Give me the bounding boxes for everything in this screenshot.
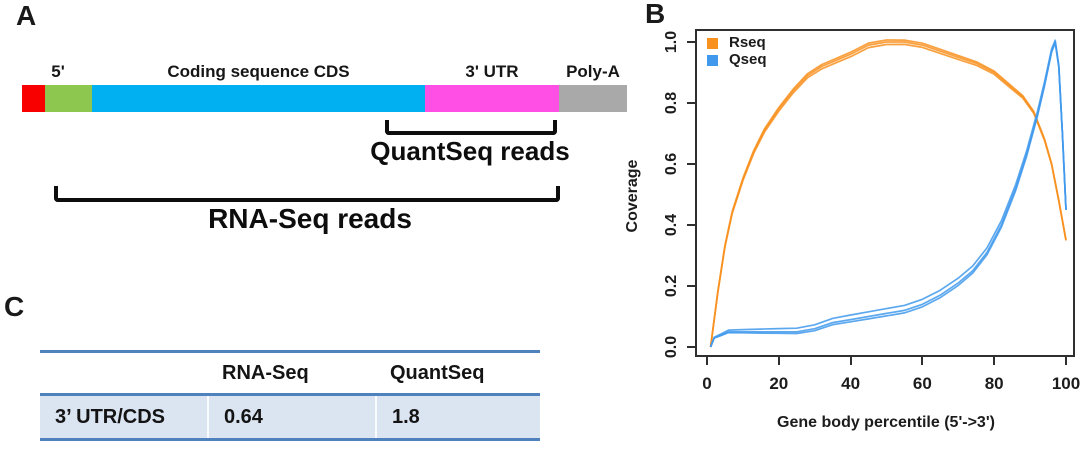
y-tick-label: 0.0 xyxy=(663,335,680,359)
legend-label-qseq: Qseq xyxy=(729,51,767,68)
table-row: 3’ UTR/CDS 0.64 1.8 xyxy=(40,396,540,441)
mrna-labels: 5' Coding sequence CDS 3' UTR Poly-A xyxy=(0,60,660,84)
segment-label-utr3: 3' UTR xyxy=(465,62,519,81)
y-tick-mark xyxy=(687,224,696,226)
x-tick-label: 20 xyxy=(769,374,789,393)
segment-utr5 xyxy=(45,85,92,112)
y-axis-title: Coverage xyxy=(624,159,641,233)
x-tick-label: 80 xyxy=(984,374,1004,393)
table-header-rowlabel xyxy=(40,353,207,393)
segment-label-utr5: 5' xyxy=(51,62,65,81)
bracket-label-rnaseq: RNA-Seq reads xyxy=(208,203,412,234)
x-tick-label: 100 xyxy=(1051,374,1080,393)
rnaseq-ratio-value: 0.64 xyxy=(207,396,375,438)
panel-b-label: B xyxy=(645,0,666,29)
table-header-quantseq: QuantSeq xyxy=(390,361,485,384)
x-tick-label: 60 xyxy=(912,374,932,393)
y-tick-mark xyxy=(687,163,696,165)
coverage-plot-box xyxy=(695,29,1075,357)
panel-a-label: A xyxy=(16,0,37,31)
bracket-label-quantseq: QuantSeq reads xyxy=(370,136,570,166)
y-tick-mark xyxy=(687,346,696,348)
y-tick-mark xyxy=(687,102,696,104)
x-tick-mark xyxy=(849,357,852,365)
x-tick-label: 40 xyxy=(841,374,861,393)
table-header-rnaseq: RNA-Seq xyxy=(222,361,309,384)
bracket-rnaseq xyxy=(54,186,560,202)
x-tick-mark xyxy=(1065,357,1067,365)
x-tick-mark xyxy=(706,357,708,365)
segment-label-polya: Poly-A xyxy=(566,62,620,81)
x-tick-label: 0 xyxy=(702,374,712,393)
y-tick-label: 0.6 xyxy=(663,152,680,176)
mrna-bar xyxy=(0,85,660,112)
segment-label-cds: Coding sequence CDS xyxy=(167,62,350,81)
segment-polya xyxy=(559,85,627,112)
panel-c-label: C xyxy=(4,291,25,322)
y-tick-label: 0.8 xyxy=(663,91,680,115)
x-tick-mark xyxy=(777,357,780,365)
legend-swatch-qseq xyxy=(707,54,718,66)
y-tick-label: 1.0 xyxy=(663,30,680,54)
x-axis-title: Gene body percentile (5'->3') xyxy=(777,414,995,431)
row-label-utr-cds: 3’ UTR/CDS xyxy=(55,405,166,428)
x-tick-mark xyxy=(993,357,996,365)
bracket-quantseq xyxy=(385,120,557,135)
series-line-rseq-3 xyxy=(709,39,1067,348)
y-tick-mark xyxy=(687,41,696,43)
legend-item-rseq: Rseq xyxy=(707,34,767,51)
legend-swatch-rseq xyxy=(707,37,718,49)
quantseq-ratio-value: 1.8 xyxy=(375,396,540,438)
ratio-table: RNA-Seq QuantSeq 3’ UTR/CDS 0.64 1.8 xyxy=(40,350,540,441)
y-tick-label: 0.4 xyxy=(663,213,680,237)
x-tick-mark xyxy=(921,357,924,365)
series-line-qseq-3 xyxy=(709,41,1067,348)
y-tick-label: 0.2 xyxy=(663,274,680,298)
segment-utr3 xyxy=(425,85,559,112)
y-tick-mark xyxy=(687,285,696,287)
table-header-row: RNA-Seq QuantSeq xyxy=(40,353,540,396)
segment-cap xyxy=(22,85,45,112)
legend-item-qseq: Qseq xyxy=(707,51,767,68)
coverage-plot-svg xyxy=(709,39,1067,348)
segment-cds xyxy=(92,85,425,112)
legend-label-rseq: Rseq xyxy=(729,34,766,51)
